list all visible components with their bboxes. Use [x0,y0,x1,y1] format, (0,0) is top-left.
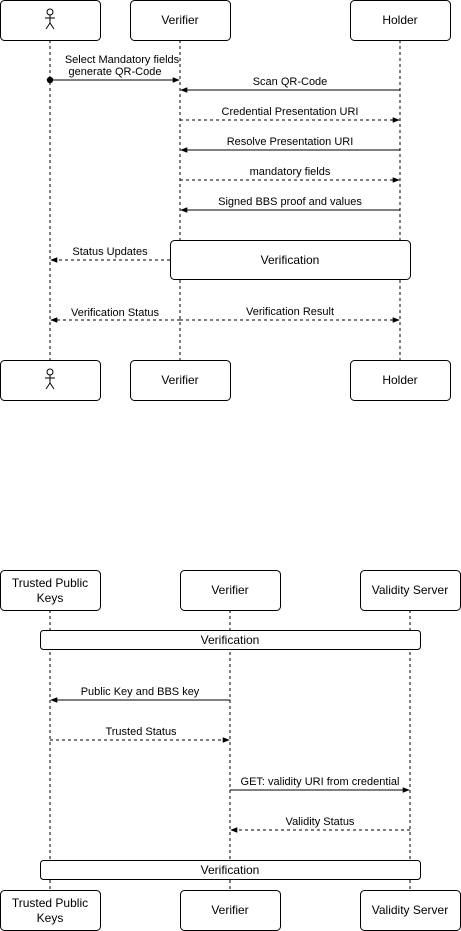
holder-participant-bottom[interactable]: Holder [350,360,451,401]
actor-participant-bottom[interactable] [0,360,101,401]
diagram-2: Trusted Public Keys Verifier Validity Se… [0,570,461,931]
trusted-keys-participant-bottom[interactable]: Trusted Public Keys [0,890,101,931]
validity-server-label: Validity Server [372,903,448,917]
verification-bar-top[interactable]: Verification [40,630,421,650]
verifier-label: Verifier [161,373,198,387]
verifier-participant-bottom[interactable]: Verifier [180,890,281,931]
validity-server-participant-bottom[interactable]: Validity Server [360,890,461,931]
message-label: Validity Status [286,816,355,828]
trusted-keys-label: Keys [37,911,64,925]
message-label: GET: validity URI from credential [241,776,400,788]
message-validity-status[interactable]: Validity Status [230,816,410,833]
message-mandatory-fields[interactable]: mandatory fields [180,166,400,183]
diagram-1: Verifier Holder Select Mandatory fields … [0,0,451,401]
verification-box[interactable]: Verification [170,240,411,280]
message-label: Scan QR-Code [253,76,328,88]
message-label: Resolve Presentation URI [227,136,354,148]
verifier-label: Verifier [161,13,198,27]
verification-label: Verification [261,253,320,267]
message-label: Signed BBS proof and values [218,196,362,208]
holder-label: Holder [382,373,417,387]
message-label: Verification Result [246,306,334,318]
verification-label: Verification [201,633,260,647]
message-trusted-status[interactable]: Trusted Status [50,726,230,743]
actor-participant-top[interactable] [0,0,101,41]
message-signed-bbs-proof[interactable]: Signed BBS proof and values [180,196,400,213]
message-status-updates[interactable]: Status Updates [50,246,170,263]
trusted-keys-label: Keys [37,591,64,605]
actor-icon [45,368,55,390]
message-label: Verification Status [71,307,160,319]
message-label: generate QR-Code [69,66,162,78]
verifier-label: Verifier [211,903,248,917]
verification-label: Verification [201,863,260,877]
message-resolve-presentation-uri[interactable]: Resolve Presentation URI [180,136,400,153]
message-public-key-and-bbs-key[interactable]: Public Key and BBS key [50,686,230,703]
verifier-participant-top[interactable]: Verifier [130,0,231,41]
trusted-keys-label: Trusted Public [12,576,88,590]
message-verification-result[interactable]: Verification Result [180,306,400,323]
verifier-participant-bottom[interactable]: Verifier [130,360,231,401]
holder-label: Holder [382,13,417,27]
message-select-mandatory-fields[interactable]: Select Mandatory fields generate QR-Code [46,54,180,84]
actor-icon [45,8,55,30]
trusted-keys-label: Trusted Public [12,896,88,910]
message-verification-status[interactable]: Verification Status [50,307,180,323]
verifier-participant-top[interactable]: Verifier [180,570,281,611]
message-scan-qr-code[interactable]: Scan QR-Code [180,76,400,93]
message-label: Public Key and BBS key [81,686,200,698]
verification-bar-bottom[interactable]: Verification [40,860,421,880]
trusted-keys-participant-top[interactable]: Trusted Public Keys [0,570,101,611]
validity-server-label: Validity Server [372,583,448,597]
message-label: Credential Presentation URI [222,106,359,118]
verifier-label: Verifier [211,583,248,597]
message-label: Select Mandatory fields [65,54,180,66]
message-label: Trusted Status [105,726,177,738]
message-label: mandatory fields [250,166,331,178]
message-label: Status Updates [72,246,148,258]
message-get-validity-uri[interactable]: GET: validity URI from credential [230,776,410,793]
message-credential-presentation-uri[interactable]: Credential Presentation URI [180,106,400,123]
validity-server-participant-top[interactable]: Validity Server [360,570,461,611]
holder-participant-top[interactable]: Holder [350,0,451,41]
